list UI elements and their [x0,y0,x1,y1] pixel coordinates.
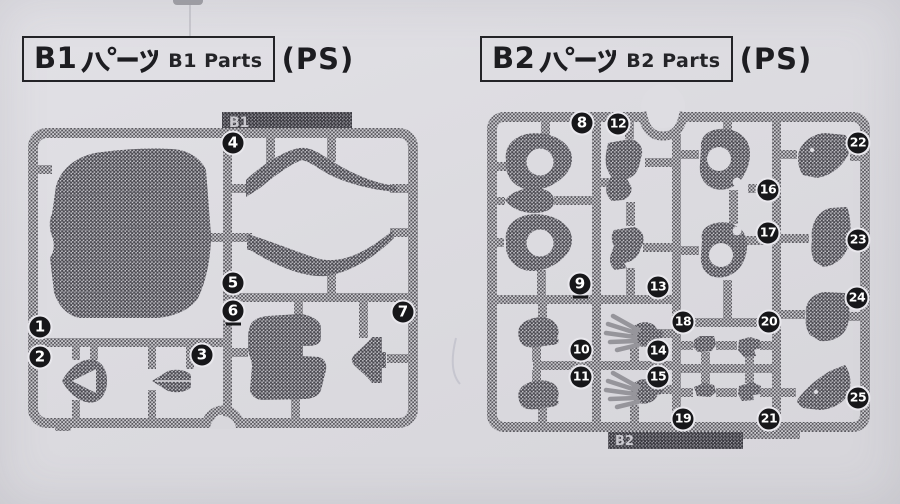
part-5-blade [247,230,394,277]
header-b1: B1 B1 Parts (PS) [22,36,354,82]
faint-pen-mark [451,337,461,385]
part-11-fist [518,380,559,410]
part-10-fist [518,317,559,348]
part-24-fin [805,292,850,342]
part-number-badge-14: 14 [645,338,671,364]
scan-smudge [173,0,203,5]
part-number-badge-9: 9 [567,271,593,299]
part-1-facet-lines [49,186,211,294]
header-b1-english: B1 Parts [168,50,263,72]
part-14-fingers [603,313,641,353]
header-b2-english: B2 Parts [626,50,721,72]
part-20-bit [738,337,761,357]
part-4-blade [246,147,397,197]
header-b2-box: B2 B2 Parts [480,36,733,82]
part-21-bit [738,382,761,401]
part-number-badge-7: 7 [390,299,416,325]
runner-b2-rails [492,117,870,427]
part-number-badge-21: 21 [756,406,782,432]
part-number-badge-10: 10 [568,337,594,363]
part-number-badge-3: 3 [189,342,215,368]
part-18-bit [693,336,716,352]
part-number-badge-16: 16 [755,177,781,203]
runner-b1-arch [201,405,245,428]
part-number-badge-19: 19 [670,406,696,432]
header-b2-material: (PS) [739,42,813,76]
part-23-fin [811,207,851,267]
part-number-badge-5: 5 [220,270,246,296]
header-b2-code: B2 [492,41,536,75]
runner-b1-arch-opening [210,416,236,429]
part-number-badge-13: 13 [645,274,671,300]
runner-b2: B2 [487,84,870,449]
part-number-badge-20: 20 [756,309,782,335]
part-22-fin [798,133,850,178]
part-2-cutout [72,369,96,393]
part-number-badge-1: 1 [27,314,53,340]
runner-b1-tab-label: B1 [229,115,249,131]
part-number-badge-17: 17 [755,220,781,246]
runner-b1-parts [49,147,397,403]
runner-b2-tab [608,432,743,449]
part-25-fin [797,365,851,410]
part-number-badge-25: 25 [845,385,871,411]
part-number-badge-8: 8 [569,110,595,136]
katakana-parts-icon [539,46,617,73]
header-b1-code: B1 [34,41,78,75]
paper-crease [189,4,191,38]
part-number-badge-15: 15 [645,364,671,390]
part-19-bit [694,383,716,397]
part-number-badge-4: 4 [220,130,246,156]
part-6-torso [248,314,327,400]
runner-b2-notch-opening [641,84,685,128]
runner-b2-notch [637,111,689,141]
katakana-parts-icon [81,46,159,73]
part-holes [526,147,819,395]
part-7-funnel [351,337,386,383]
part-number-badge-2: 2 [27,344,53,370]
runner-b2-tab-step [743,432,800,439]
part-number-badge-18: 18 [670,309,696,335]
part-number-badge-12: 12 [605,111,631,137]
part-number-badge-22: 22 [845,130,871,156]
part-number-badge-6: 6 [220,298,246,326]
part-15-fingers [603,370,641,410]
part-13-bit [610,227,644,270]
part-number-badge-24: 24 [844,285,870,311]
part-14-wrist [654,329,664,339]
part-number-badge-11: 11 [568,364,594,390]
runner-b2-tab-label: B2 [615,434,634,449]
header-b1-box: B1 B1 Parts [22,36,275,82]
part-12-bit [605,139,643,201]
part-number-badge-23: 23 [845,227,871,253]
header-b1-material: (PS) [281,42,355,76]
part-1-shield [49,148,211,318]
part-lens [505,187,554,214]
runner-b1: B1 [28,112,418,431]
runner-b1-tab [222,112,352,132]
header-b2: B2 B2 Parts (PS) [480,36,812,82]
